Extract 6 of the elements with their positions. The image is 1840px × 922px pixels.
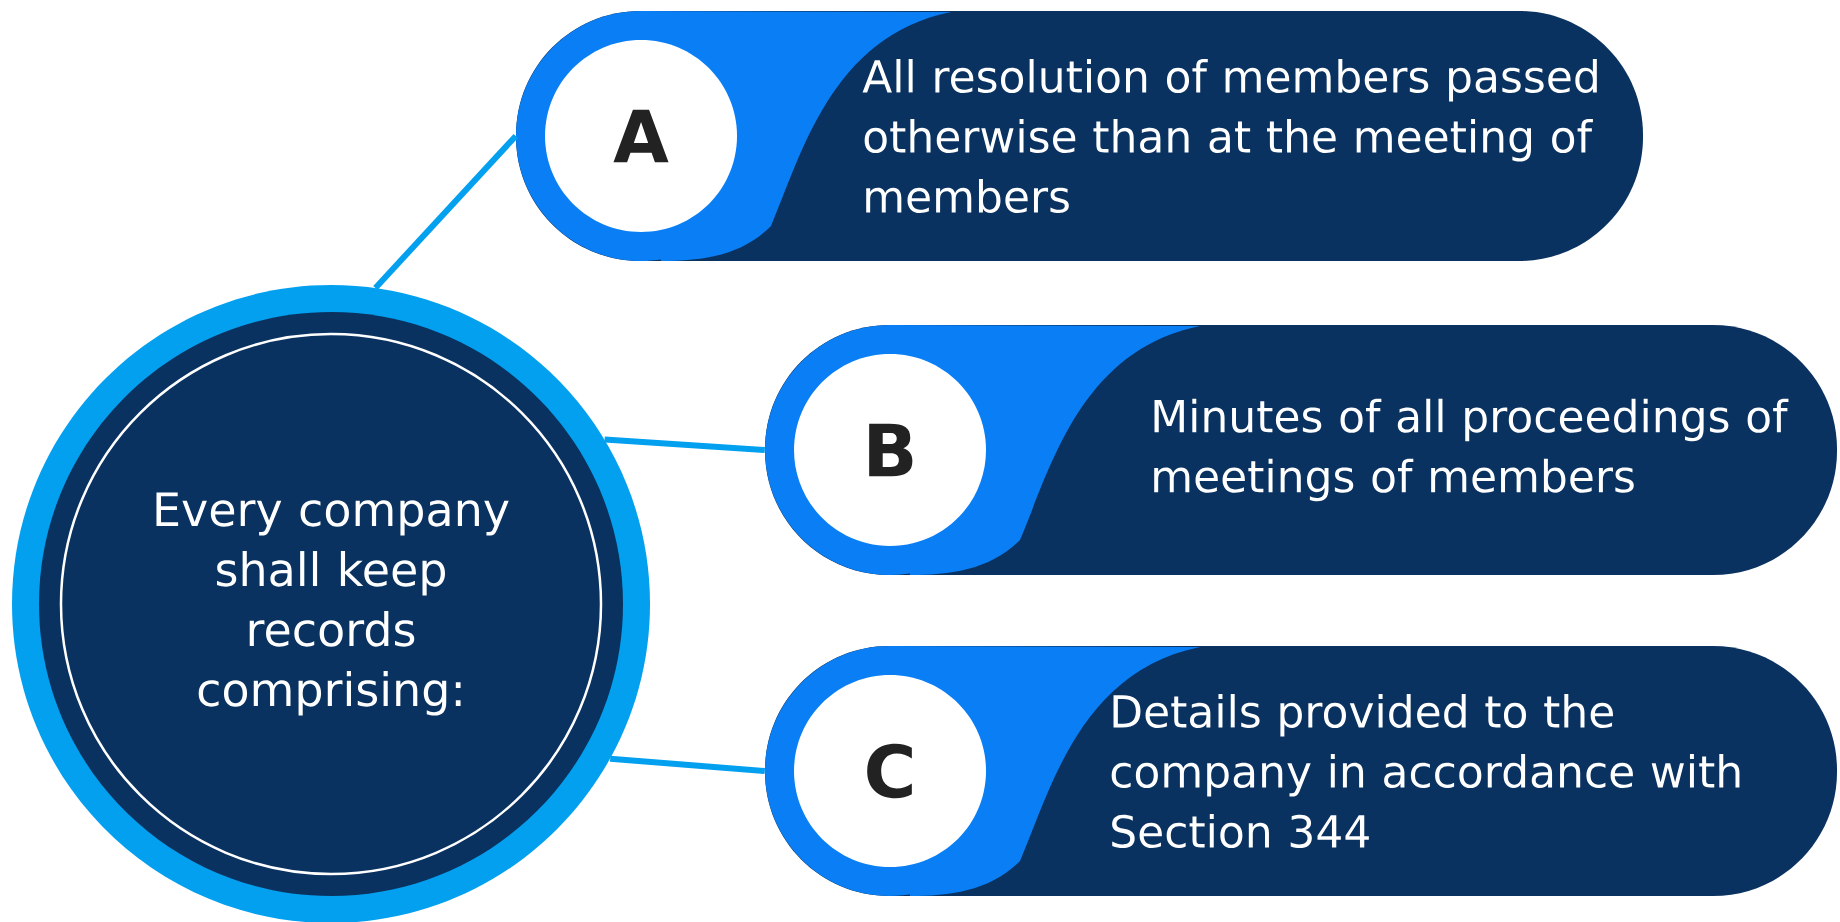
connector-line	[373, 133, 518, 290]
item-pill: C Details provided to the company in accordance with Section 344	[765, 646, 1837, 896]
item-pill: B Minutes of all proceedings of meetings of members	[765, 325, 1837, 575]
item-pill: A All resolution of members passed otherwise than at the meeting of members	[516, 11, 1643, 261]
connector-line	[609, 755, 766, 774]
connector-line	[604, 436, 765, 453]
